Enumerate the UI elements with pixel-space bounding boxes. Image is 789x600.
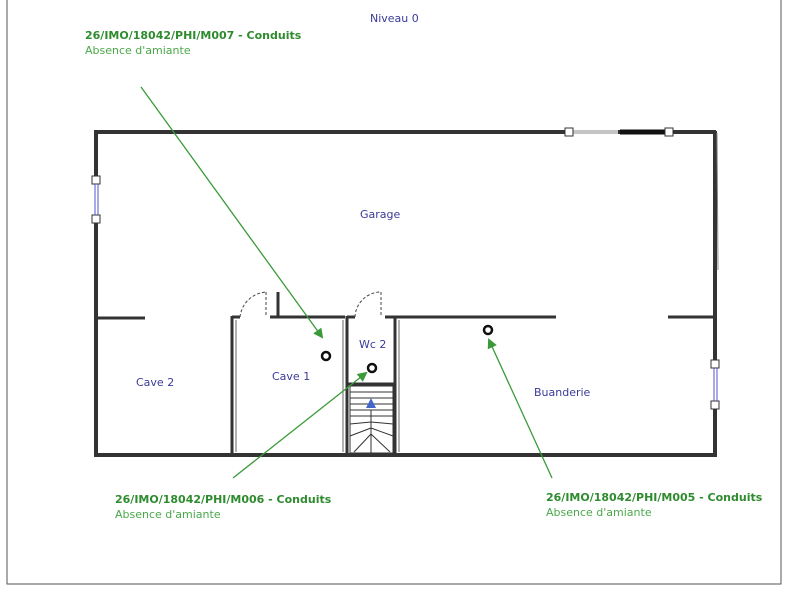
window-openings xyxy=(91,127,720,410)
sample-code: 26/IMO/18042/PHI/M007 - Conduits xyxy=(85,29,302,42)
page-border xyxy=(6,0,782,585)
room-label-buanderie: Buanderie xyxy=(534,386,591,399)
callout-arrows xyxy=(140,86,553,479)
sample-code: 26/IMO/18042/PHI/M005 - Conduits xyxy=(546,491,763,504)
sample-result: Absence d'amiante xyxy=(85,44,191,57)
level-title: Niveau 0 xyxy=(370,12,419,25)
callout-sample-m007: 26/IMO/18042/PHI/M007 - Conduits Absence… xyxy=(85,28,301,58)
callout-sample-m006: 26/IMO/18042/PHI/M006 - Conduits Absence… xyxy=(115,492,331,522)
staircase xyxy=(349,385,394,454)
sample-code: 26/IMO/18042/PHI/M006 - Conduits xyxy=(115,493,332,506)
room-label-garage: Garage xyxy=(360,208,401,221)
sample-result: Absence d'amiante xyxy=(115,508,221,521)
door-swings xyxy=(239,291,382,318)
room-label-wc-2: Wc 2 xyxy=(359,338,387,351)
room-label-cave-2: Cave 2 xyxy=(136,376,175,389)
room-label-cave-1: Cave 1 xyxy=(272,370,311,383)
callout-sample-m005: 26/IMO/18042/PHI/M005 - Conduits Absence… xyxy=(546,490,762,520)
interior-walls xyxy=(96,292,716,456)
sample-markers xyxy=(320,324,494,374)
stair-direction-icon xyxy=(366,398,376,408)
outer-walls xyxy=(94,130,717,457)
sample-result: Absence d'amiante xyxy=(546,506,652,519)
